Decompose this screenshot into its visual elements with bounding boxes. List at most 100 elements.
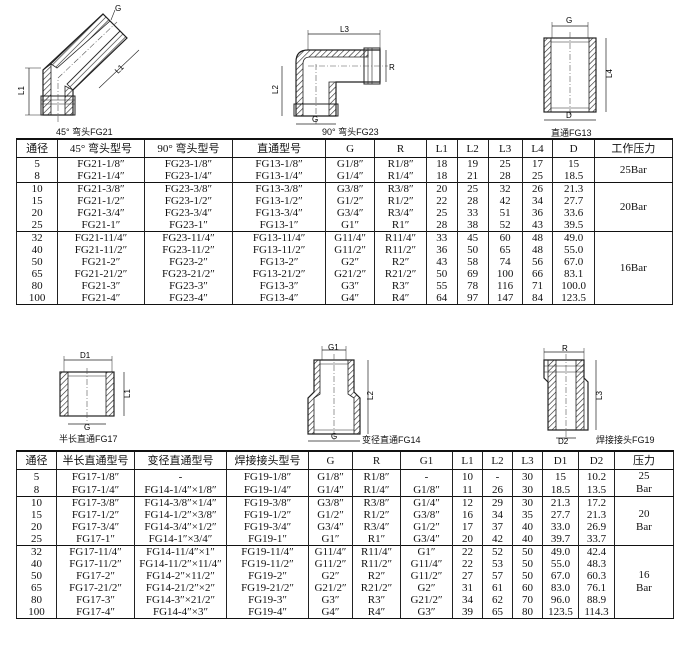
table1-cell: FG21-1″ bbox=[57, 219, 145, 232]
table2-header-cell: G bbox=[308, 450, 353, 470]
caption-fg19: 焊接接头FG19 bbox=[596, 435, 655, 445]
table1-cell: 60 bbox=[487, 231, 523, 244]
dim-l2: L2 bbox=[271, 85, 280, 94]
table2-cell: G1/2″ bbox=[400, 521, 453, 533]
table1-cell: FG13-1/8″ bbox=[232, 157, 326, 170]
table1-cell: 39.5 bbox=[552, 219, 595, 232]
table1-cell: 22 bbox=[425, 195, 458, 207]
table2-cell: R3/4″ bbox=[352, 521, 401, 533]
table1-cell: 32 bbox=[487, 182, 523, 195]
table1-cell: 28 bbox=[425, 219, 458, 232]
table1-cell: G1/2″ bbox=[324, 195, 376, 207]
table1-cell: FG13-1/2″ bbox=[232, 195, 326, 207]
dim-g1: G1 bbox=[328, 343, 339, 352]
table1-cell: 100.0 bbox=[552, 280, 595, 292]
table2-cell: FG19-11/2″ bbox=[226, 558, 309, 570]
table1-cell: 20 bbox=[15, 207, 59, 219]
table2-cell: FG14-21/2″×2″ bbox=[134, 582, 227, 594]
table2-cell: 42 bbox=[482, 533, 513, 546]
table2-header-cell: L3 bbox=[512, 450, 543, 470]
table1-cell: 55 bbox=[425, 280, 458, 292]
table2-cell: 20 bbox=[452, 533, 483, 546]
table2-cell: 65 bbox=[16, 582, 57, 594]
table1-cell: 36 bbox=[521, 207, 554, 219]
table1-cell: 64 bbox=[425, 292, 458, 305]
table2-cell: 31 bbox=[452, 582, 483, 594]
table2-cell: 21.3 bbox=[578, 509, 615, 521]
table1-cell: 123.5 bbox=[552, 292, 595, 305]
table2-cell: R21/2″ bbox=[352, 582, 401, 594]
table2-cell: FG14-3″×21/2″ bbox=[134, 594, 227, 606]
caption-fg14: 变径直通FG14 bbox=[362, 435, 421, 445]
pressure-value: 25 bbox=[638, 470, 650, 482]
table1-cell: FG13-1/4″ bbox=[232, 170, 326, 183]
table2-header-cell: L1 bbox=[452, 450, 483, 470]
table2-cell: FG17-4″ bbox=[56, 606, 135, 619]
table2-cell: FG14-3/4″×1/2″ bbox=[134, 521, 227, 533]
table1-cell: 5 bbox=[15, 157, 59, 170]
table2-cell: 60 bbox=[512, 582, 543, 594]
table2-cell: R11/2″ bbox=[352, 558, 401, 570]
table1-cell: R11/2″ bbox=[374, 244, 427, 256]
table2-cell: 50 bbox=[512, 558, 543, 570]
table2-cell: G1″ bbox=[400, 545, 453, 558]
table2-cell: R1/2″ bbox=[352, 509, 401, 521]
table1-cell: FG13-4″ bbox=[232, 292, 326, 305]
table2-cell: FG17-3/8″ bbox=[56, 496, 135, 509]
table1-cell: FG23-11/4″ bbox=[143, 231, 234, 244]
table1-cell: 40 bbox=[15, 244, 59, 256]
table1-header-cell: 直通型号 bbox=[232, 138, 326, 158]
table2-cell: G21/2″ bbox=[400, 594, 453, 606]
pressure-value: 20 bbox=[638, 508, 650, 520]
table1-cell: 21 bbox=[456, 170, 489, 183]
table1-cell: R11/4″ bbox=[374, 231, 427, 244]
table1-cell: FG21-11/4″ bbox=[57, 231, 145, 244]
table2-cell: 11 bbox=[452, 483, 483, 497]
fg21-45-elbow-drawing: L1 L1 G bbox=[17, 4, 140, 122]
table1-cell: FG23-3″ bbox=[143, 280, 234, 292]
table1-cell: 43 bbox=[521, 219, 554, 232]
table1-cell: 17 bbox=[521, 157, 554, 170]
table2-cell: 96.0 bbox=[542, 594, 579, 606]
table1-cell: FG21-21/2″ bbox=[57, 268, 145, 280]
table1-header-cell: R bbox=[374, 138, 427, 158]
table1-cell: 49.0 bbox=[552, 231, 595, 244]
fg23-90-elbow-drawing: L3 L2 R G bbox=[271, 25, 395, 125]
table1-cell: FG13-3″ bbox=[232, 280, 326, 292]
table2-cell: G3″ bbox=[308, 594, 353, 606]
table2-cell: G21/2″ bbox=[308, 582, 353, 594]
table2-cell: G3/4″ bbox=[308, 521, 353, 533]
table2-cell: R3/8″ bbox=[352, 496, 401, 509]
table2-header-cell: R bbox=[352, 450, 401, 470]
table2-cell: 67.0 bbox=[542, 570, 579, 582]
table1-header-cell: L3 bbox=[487, 138, 523, 158]
table1-cell: 32 bbox=[15, 231, 59, 244]
table1-cell: 25 bbox=[425, 207, 458, 219]
table1-cell: 55.0 bbox=[552, 244, 595, 256]
table1-cell: 10 bbox=[15, 182, 59, 195]
table1-cell: 51 bbox=[487, 207, 523, 219]
table1-cell: G11/2″ bbox=[324, 244, 376, 256]
table1-cell: FG23-21/2″ bbox=[143, 268, 234, 280]
table2-cell: R1/4″ bbox=[352, 483, 401, 497]
table2-header-cell: G1 bbox=[400, 450, 453, 470]
table2-header-cell: 通径 bbox=[16, 450, 57, 470]
table2-cell: 39 bbox=[452, 606, 483, 619]
table1-cell: FG23-3/8″ bbox=[143, 182, 234, 195]
table1-cell: 71 bbox=[521, 280, 554, 292]
table1-cell: G2″ bbox=[324, 256, 376, 268]
table2-cell: G1″ bbox=[308, 533, 353, 546]
table1-cell: R1/4″ bbox=[374, 170, 427, 183]
dim-r-fg19: R bbox=[562, 344, 568, 353]
table2-cell: 22 bbox=[452, 558, 483, 570]
table2-cell: 26.9 bbox=[578, 521, 615, 533]
table2-cell: G11/4″ bbox=[308, 545, 353, 558]
table1-cell: 19 bbox=[456, 157, 489, 170]
table2-cell: 123.5 bbox=[542, 606, 579, 619]
table2-cell: 21.3 bbox=[542, 496, 579, 509]
